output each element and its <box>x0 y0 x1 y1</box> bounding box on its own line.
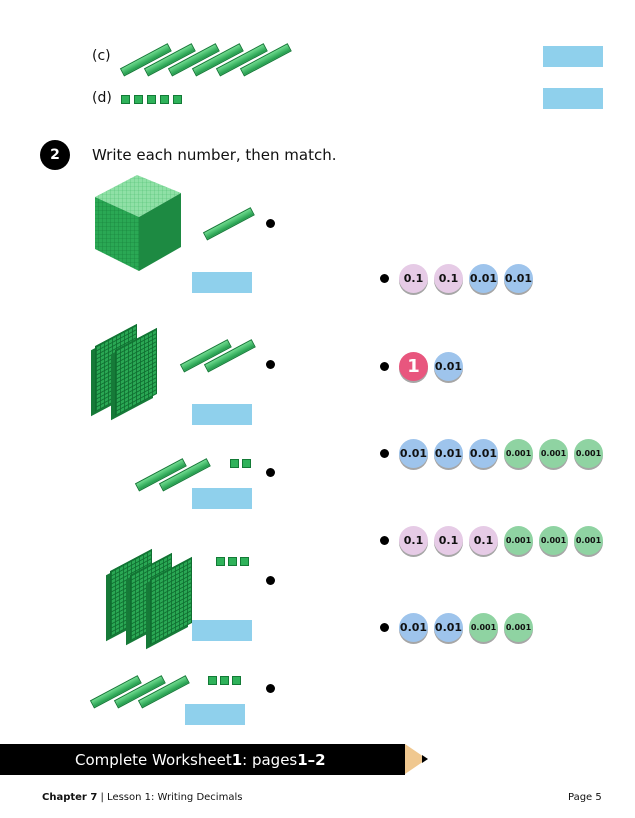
unit-block <box>160 95 169 104</box>
place-value-disc: 0.1 <box>469 526 498 555</box>
place-value-disc: 0.01 <box>434 352 463 381</box>
answer-box[interactable] <box>192 620 252 641</box>
unit-block <box>216 557 225 566</box>
place-value-disc: 0.001 <box>469 613 498 642</box>
match-dot-left[interactable] <box>266 576 275 585</box>
place-value-disc: 0.01 <box>434 613 463 642</box>
unit-block <box>173 95 182 104</box>
place-value-disc: 0.1 <box>434 526 463 555</box>
answer-box[interactable] <box>185 704 245 725</box>
place-value-disc: 0.1 <box>434 264 463 293</box>
place-value-disc: 0.001 <box>539 526 568 555</box>
banner-pages: 1–2 <box>297 750 326 769</box>
unit-block <box>242 459 251 468</box>
place-value-disc: 0.001 <box>504 613 533 642</box>
answer-box[interactable] <box>192 272 252 293</box>
ten-rod-block <box>202 207 255 241</box>
answer-box[interactable] <box>192 404 252 425</box>
place-value-disc: 0.01 <box>504 264 533 293</box>
place-value-disc: 1 <box>399 352 428 381</box>
part-d-answer-box[interactable] <box>543 88 603 109</box>
place-value-disc: 0.001 <box>504 526 533 555</box>
place-value-disc: 0.001 <box>574 526 603 555</box>
footer-lesson-title: Lesson 1: Writing Decimals <box>107 792 243 803</box>
banner-worksheet-number: 1 <box>231 750 243 769</box>
match-dot-right[interactable] <box>380 362 389 371</box>
part-d-label: (d) <box>92 90 112 106</box>
part-c-label: (c) <box>92 48 111 64</box>
place-value-disc: 0.001 <box>504 439 533 468</box>
match-dot-right[interactable] <box>380 623 389 632</box>
question-text: Write each number, then match. <box>92 146 337 164</box>
match-dot-right[interactable] <box>380 274 389 283</box>
footer-chapter: Chapter 7 <box>42 792 98 803</box>
unit-block <box>208 676 217 685</box>
footer-lesson: Chapter 7 | Lesson 1: Writing Decimals <box>42 792 243 803</box>
place-value-disc: 0.01 <box>469 439 498 468</box>
place-value-disc: 0.01 <box>469 264 498 293</box>
unit-block <box>228 557 237 566</box>
place-value-disc: 0.01 <box>434 439 463 468</box>
unit-block <box>232 676 241 685</box>
unit-block <box>121 95 130 104</box>
question-number: 2 <box>40 140 70 170</box>
hundreds-cube-block <box>95 175 181 271</box>
unit-block <box>230 459 239 468</box>
part-c-answer-box[interactable] <box>543 46 603 67</box>
pencil-lead-icon <box>422 755 428 763</box>
worksheet-banner: Complete Worksheet 1: pages 1–2 <box>0 744 405 775</box>
match-dot-left[interactable] <box>266 468 275 477</box>
place-value-disc: 0.1 <box>399 526 428 555</box>
place-value-disc: 0.001 <box>539 439 568 468</box>
match-dot-right[interactable] <box>380 536 389 545</box>
match-dot-left[interactable] <box>266 684 275 693</box>
banner-text-mid: : pages <box>242 750 298 769</box>
unit-block <box>240 557 249 566</box>
footer-page: Page 5 <box>568 792 602 803</box>
unit-block <box>134 95 143 104</box>
answer-box[interactable] <box>192 488 252 509</box>
place-value-disc: 0.01 <box>399 439 428 468</box>
banner-text: Complete Worksheet <box>75 750 232 769</box>
match-dot-left[interactable] <box>266 360 275 369</box>
unit-block <box>220 676 229 685</box>
pencil-tip-icon <box>405 744 427 774</box>
match-dot-left[interactable] <box>266 219 275 228</box>
unit-block <box>147 95 156 104</box>
place-value-disc: 0.01 <box>399 613 428 642</box>
match-dot-right[interactable] <box>380 449 389 458</box>
place-value-disc: 0.001 <box>574 439 603 468</box>
place-value-disc: 0.1 <box>399 264 428 293</box>
